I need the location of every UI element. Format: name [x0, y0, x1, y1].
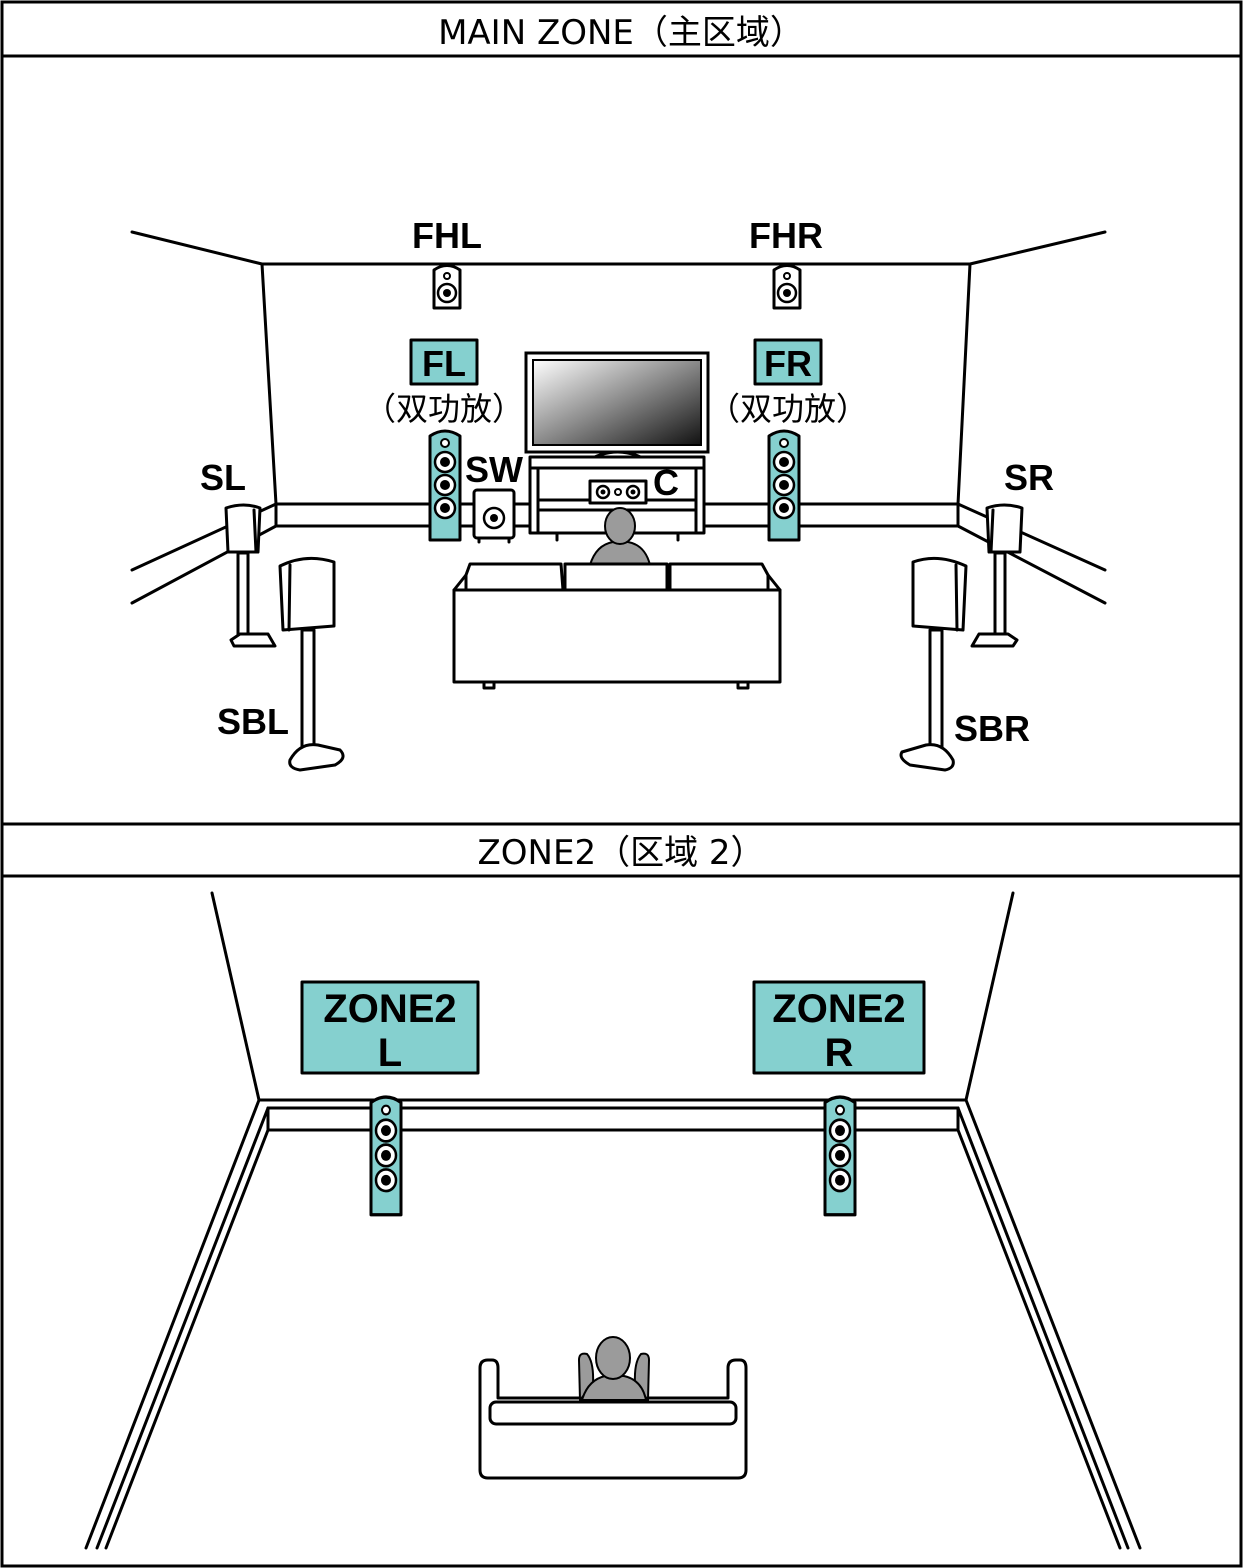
tv-icon	[524, 351, 710, 464]
fl-speaker-icon	[428, 429, 462, 542]
main-listener-icon	[588, 507, 652, 566]
fr-label: FR	[764, 343, 812, 384]
sbl-speaker-icon	[278, 556, 345, 772]
fhl-speaker-icon	[432, 264, 462, 310]
fhr-label: FHR	[749, 215, 823, 256]
sbr-label: SBR	[954, 708, 1030, 749]
main-zone-title: MAIN ZONE（主区域）	[438, 13, 804, 53]
zone2-l-label-line2: L	[378, 1031, 402, 1075]
c-speaker-icon	[588, 479, 648, 505]
zone2-r-label-line1: ZONE2	[772, 987, 905, 1031]
sw-speaker-icon	[472, 488, 516, 544]
sw-label: SW	[465, 449, 523, 490]
main-sofa-icon	[452, 562, 782, 690]
fl-note: （双功放）	[364, 390, 524, 428]
zone2-l-label-line1: ZONE2	[323, 987, 456, 1031]
fr-speaker-icon	[767, 429, 801, 542]
fl-label-box	[409, 338, 479, 386]
sbr-speaker-icon	[899, 556, 968, 772]
zone2-r-label-box	[752, 980, 926, 1075]
sbl-label: SBL	[217, 701, 289, 742]
sl-label: SL	[200, 457, 246, 498]
c-label: C	[653, 462, 679, 503]
sr-label: SR	[1004, 457, 1054, 498]
fr-note: （双功放）	[708, 390, 868, 428]
sl-speaker-icon	[224, 503, 277, 648]
zone2-listener-figure	[577, 1336, 651, 1403]
fr-label-box	[753, 338, 823, 386]
zone2-l-label-box	[300, 980, 480, 1075]
sr-speaker-icon	[970, 503, 1024, 648]
zone2-sofa-body	[478, 1358, 748, 1480]
fhl-label: FHL	[412, 215, 482, 256]
fhr-speaker-icon	[772, 264, 802, 310]
zone2-r-speaker-icon	[823, 1095, 857, 1217]
zone2-r-label-line2: R	[825, 1031, 854, 1075]
zone2-l-speaker-icon	[369, 1095, 403, 1217]
fl-label: FL	[422, 343, 466, 384]
zone2-title: ZONE2（区域 2）	[477, 833, 764, 873]
